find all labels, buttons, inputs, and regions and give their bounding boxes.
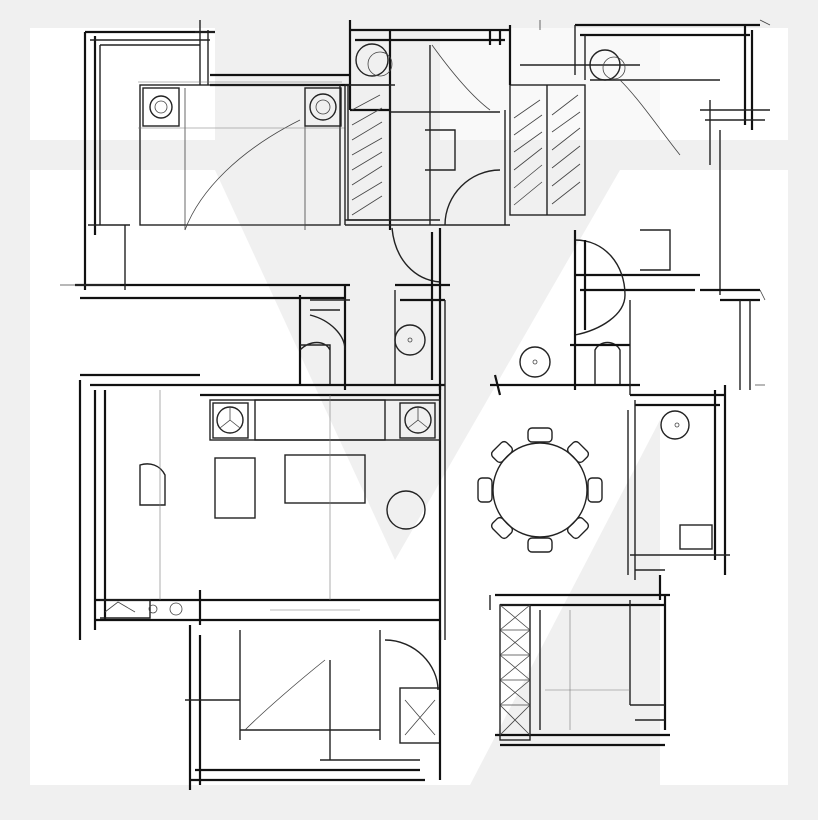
- wardrobe-hatch-left: [347, 84, 391, 221]
- dining-chairs: [477, 427, 603, 553]
- top-right-bedroom: [520, 23, 770, 390]
- watermark-m-logo: [30, 28, 788, 785]
- sink-icon: [394, 324, 426, 356]
- nightstand-lamp-icon: [142, 87, 180, 127]
- bottom-right-room: [489, 593, 670, 747]
- shelving-unit: [499, 604, 531, 741]
- living-room: [78, 373, 445, 640]
- wardrobe-hatch-right: [509, 84, 586, 216]
- bottom-left-bedroom: [185, 625, 442, 790]
- structural-lines: [60, 19, 771, 640]
- nightstand-lamp-icon-2: [304, 87, 342, 127]
- sofa: [209, 399, 441, 441]
- center-bath: [298, 283, 751, 396]
- dining-area: [477, 427, 603, 553]
- right-study: [627, 385, 730, 600]
- top-left-bedroom: [75, 20, 352, 300]
- coffee-table: [284, 454, 366, 504]
- dining-table: [492, 442, 588, 538]
- top-center-wardrobes: [344, 25, 586, 390]
- side-table: [386, 490, 426, 530]
- sink-icon-right: [519, 346, 551, 378]
